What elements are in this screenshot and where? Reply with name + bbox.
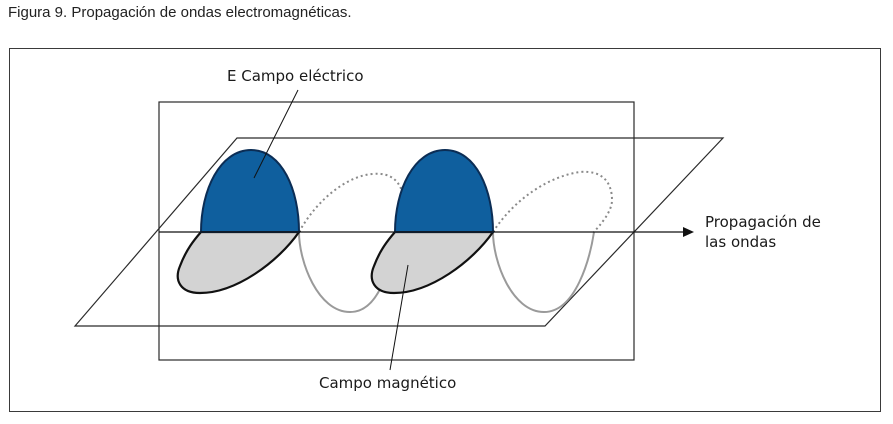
dotted-wave-2 — [492, 170, 614, 233]
vertical-plane — [158, 101, 635, 361]
propagation-label-line1: Propagación de — [705, 213, 821, 231]
dotted-wave-1 — [298, 172, 404, 233]
magnetic-lobe-2 — [370, 230, 496, 295]
magnetic-lobe-1 — [176, 230, 302, 295]
electric-leader-line — [253, 89, 299, 179]
lower-wave-2 — [492, 231, 595, 314]
horizontal-plane — [73, 137, 725, 327]
electric-lobe-1 — [199, 148, 301, 233]
electric-field-label: E Campo eléctrico — [227, 67, 364, 85]
electric-lobe-2 — [393, 148, 495, 233]
propagation-arrowhead — [683, 227, 694, 237]
magnetic-leader-line — [389, 264, 409, 371]
figure-frame — [9, 48, 881, 412]
figure-caption: Figura 9. Propagación de ondas electroma… — [8, 4, 352, 21]
magnetic-field-label: Campo magnético — [319, 374, 457, 392]
propagation-label-line2: las ondas — [705, 233, 777, 251]
